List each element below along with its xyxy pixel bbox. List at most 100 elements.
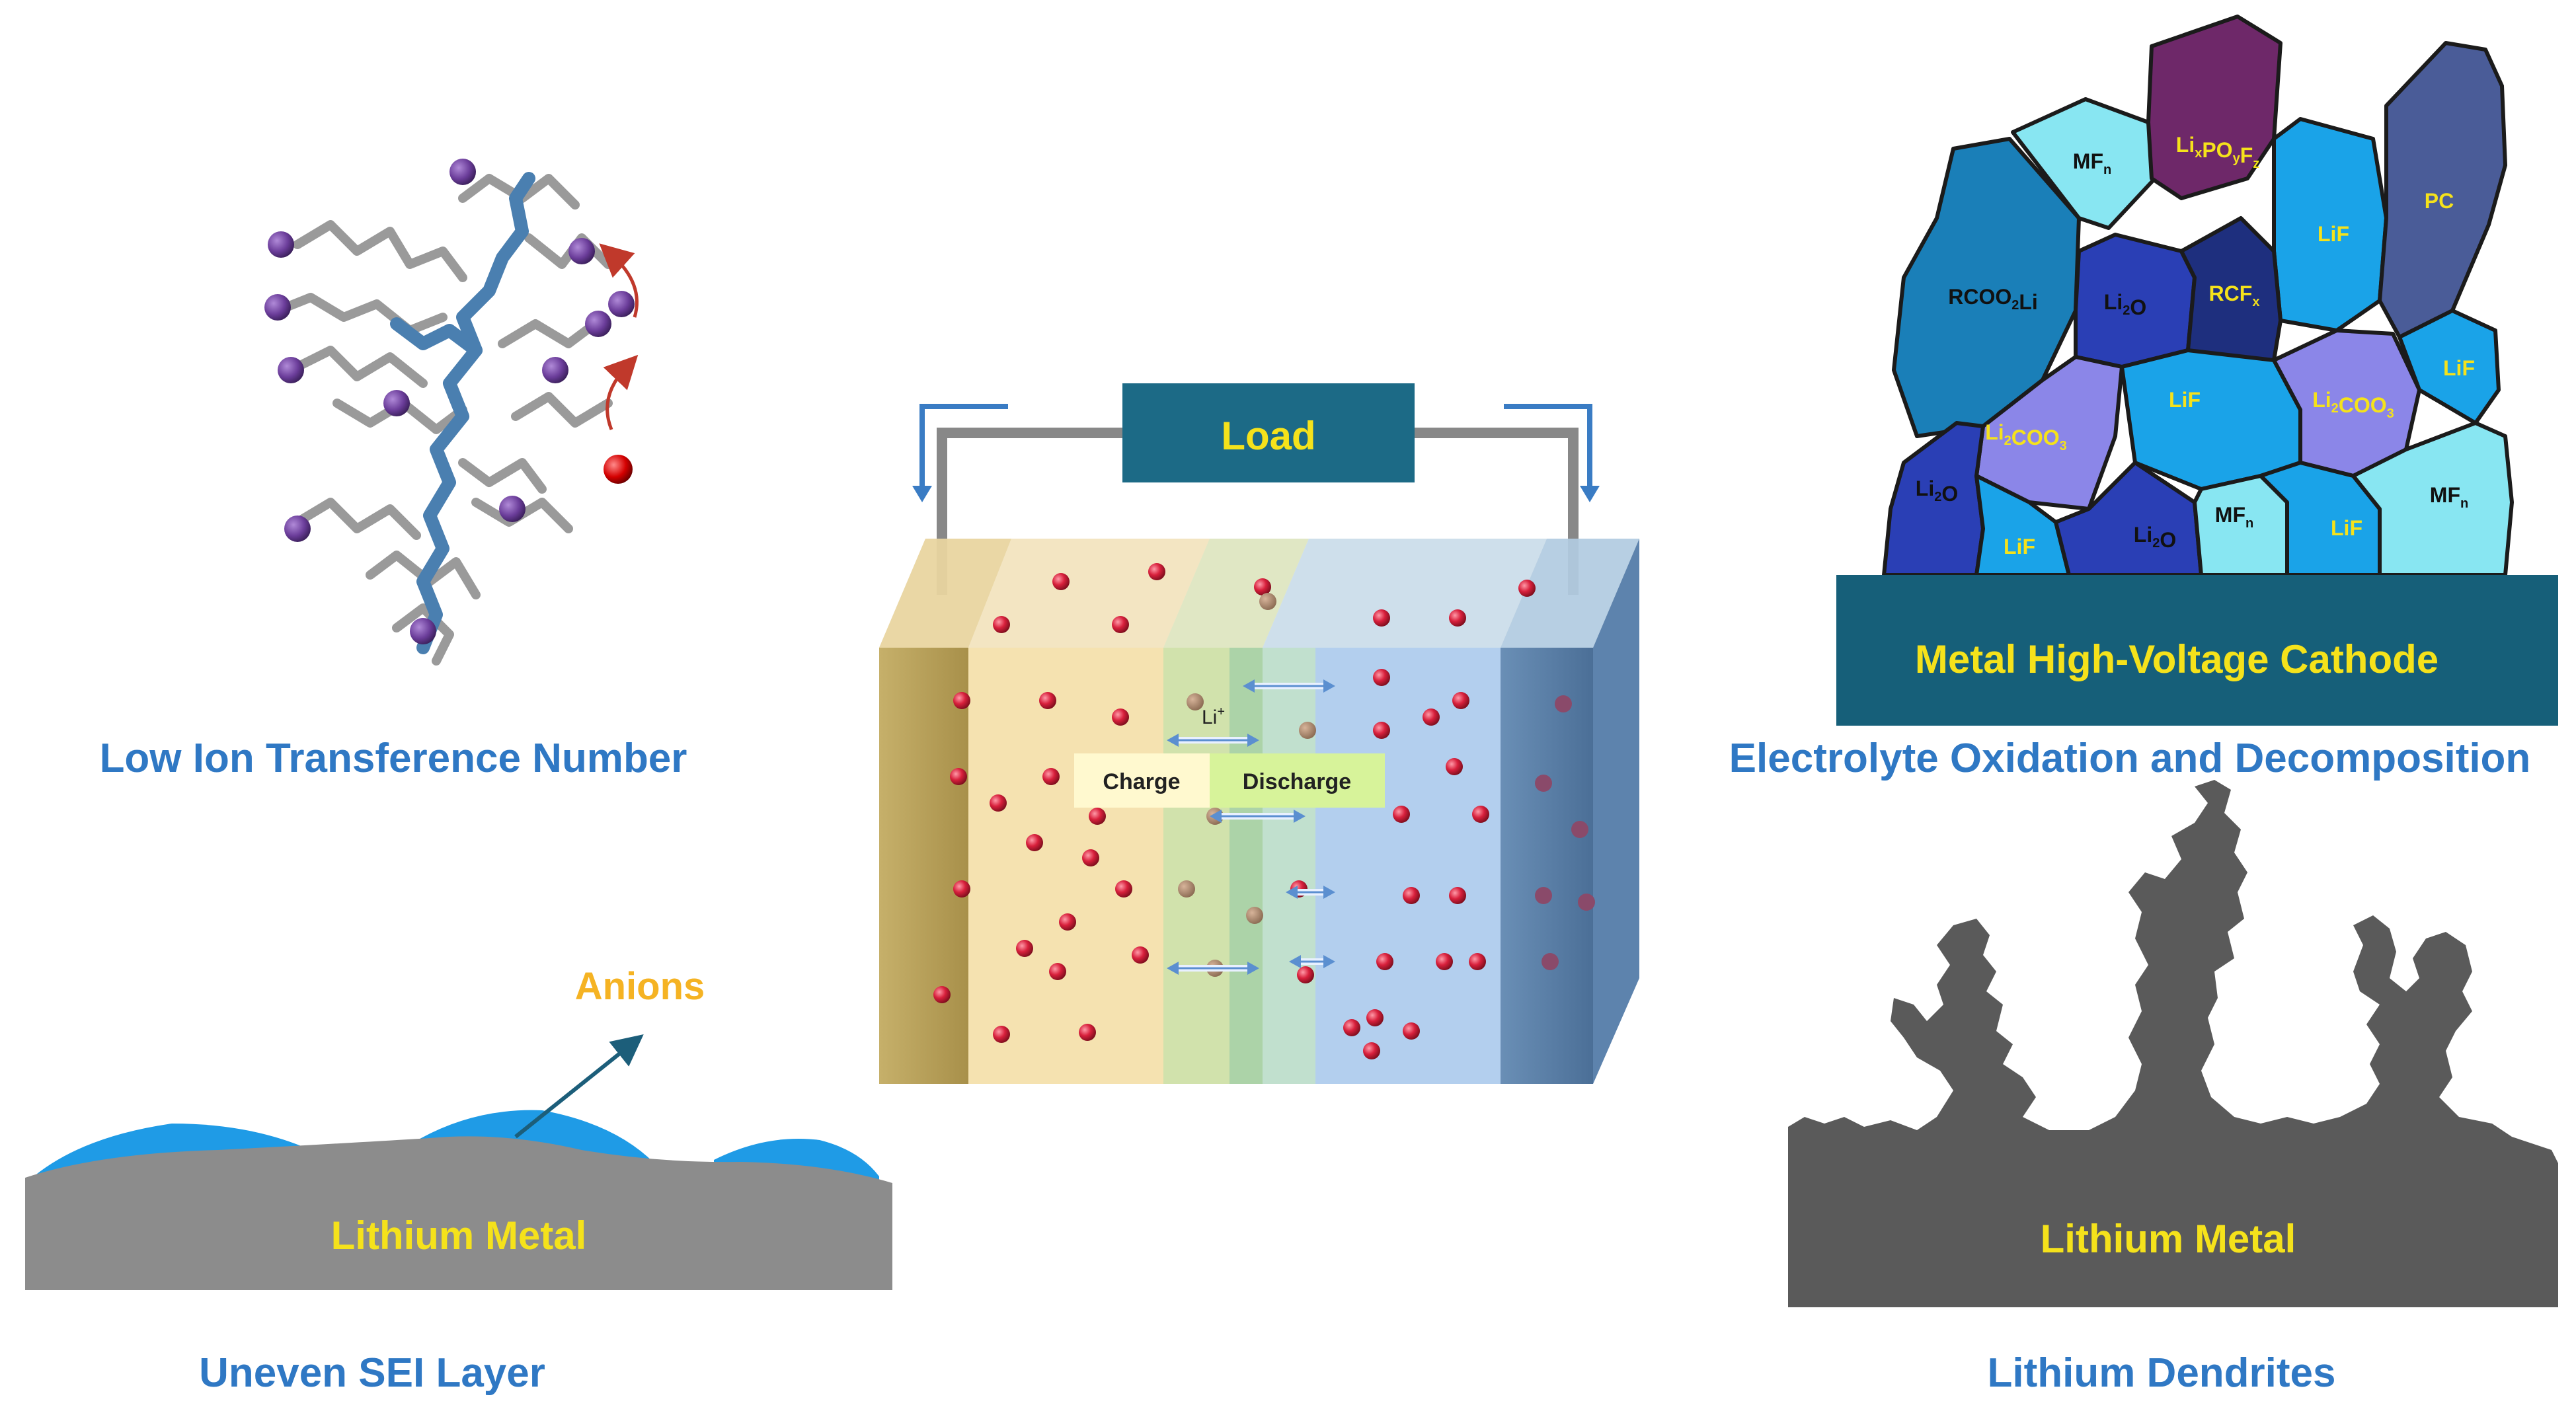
anode-region: [968, 648, 1163, 1084]
double-arrow-head-left: [1243, 679, 1255, 693]
current-arrow-left: [919, 404, 1008, 489]
double-arrow-head-right: [1247, 734, 1259, 747]
double-arrow-head-left: [1167, 734, 1179, 747]
grain-label-li2o-1: Li2O: [2104, 290, 2146, 319]
polymer-side-chain: [286, 346, 428, 388]
polymer-backbone: [273, 174, 613, 666]
lithium-ion-in-separator: [1178, 880, 1195, 898]
sei-metal-label: Lithium Metal: [331, 1213, 587, 1258]
double-arrow: [1243, 679, 1335, 693]
lithium-ion: [1049, 963, 1066, 980]
grain-label-lif-1: LiF: [2318, 222, 2349, 246]
lithium-ion: [1148, 563, 1165, 580]
load-label: Load: [1221, 414, 1315, 458]
lithium-ion: [993, 616, 1010, 633]
lithium-ion: [1039, 692, 1056, 709]
anion-atom: [499, 496, 526, 522]
lithium-ion: [1373, 669, 1390, 686]
polymer-side-chain: [511, 392, 613, 428]
anion-atom: [284, 516, 311, 542]
lithium-ion: [1026, 834, 1043, 851]
lithium-ion: [953, 880, 970, 898]
cathode-label: Metal High-Voltage Cathode: [1915, 637, 2439, 681]
caption-electrolyte-oxidation: Electrolyte Oxidation and Decomposition: [1729, 736, 2531, 781]
current-arrow-right-head: [1580, 486, 1600, 502]
lithium-ion: [1089, 808, 1106, 825]
battery-side-face: [1593, 539, 1639, 1084]
lithium-ion: [1366, 1009, 1384, 1026]
double-arrow-head-right: [1323, 955, 1335, 968]
grain-pc: [2378, 41, 2507, 339]
anion-atom: [585, 311, 611, 337]
anion-atom: [278, 357, 304, 383]
double-arrow: [1286, 886, 1335, 899]
cathode-region: [1315, 648, 1501, 1084]
anion-atom: [608, 291, 635, 317]
grain-label-lif-2: LiF: [2169, 388, 2201, 412]
lithium-ion: [993, 1026, 1010, 1043]
grain-label-li2o-2: Li2O: [1916, 477, 1958, 506]
lithium-ion: [1449, 609, 1466, 627]
lithium-ion: [1446, 758, 1463, 775]
li-ion-label: Li+: [1202, 705, 1225, 728]
charge-box: [1074, 753, 1210, 808]
double-arrow: [1289, 955, 1335, 968]
lithium-ion: [1373, 609, 1390, 627]
grain-lif-mid: [2120, 348, 2302, 491]
top-cathode-region: [1263, 539, 1547, 648]
grain-label-mfn-mid: MFn: [2215, 503, 2253, 531]
lithium-ion: [1016, 940, 1033, 957]
top-separator-region: [1163, 539, 1309, 648]
double-arrow-head-right: [1247, 962, 1259, 975]
current-arrow-right: [1504, 404, 1592, 489]
sei-layer-illustration: Anions Lithium Metal: [25, 965, 892, 1290]
grain-label-li2co3-1: Li2COO3: [1985, 420, 2067, 453]
polymer-side-chain: [458, 458, 547, 494]
caption-ion-transference: Low Ion Transference Number: [100, 736, 687, 781]
lithium-ion: [933, 986, 951, 1003]
load-box: [1122, 383, 1415, 482]
lithium-ion: [1436, 953, 1453, 970]
dendrite-metal-body: [1788, 780, 2558, 1307]
anion-arrow: [514, 1034, 644, 1139]
grain-boundaries: [1882, 15, 2514, 577]
anion-atom: [568, 238, 595, 264]
grain-label-li2o-3: Li2O: [2134, 523, 2176, 552]
lithium-ion-in-collector: [1535, 775, 1552, 792]
lithium-ion: [1449, 887, 1466, 904]
polymer-side-chain: [293, 498, 421, 540]
double-arrow-head-left: [1210, 810, 1222, 823]
anion-atom: [383, 390, 410, 416]
ion-hop-arrow-lower: [603, 354, 639, 430]
caption-dendrites: Lithium Dendrites: [1987, 1350, 2335, 1396]
lithium-ion: [1423, 708, 1440, 726]
double-arrow-head-left: [1286, 886, 1298, 899]
lithium-ion-in-separator: [1246, 907, 1263, 924]
dendrite-illustration: Lithium Metal: [1788, 780, 2558, 1307]
grain-mfn-right: [2351, 421, 2514, 577]
lithium-ion-in-collector: [1535, 887, 1552, 904]
lithium-ion-in-separator: [1299, 722, 1316, 739]
grain-label-mfn-right: MFn: [2430, 483, 2468, 511]
lithium-ion: [1112, 708, 1129, 726]
lithium-ion-in-separator: [1259, 593, 1276, 610]
lithium-ion: [1079, 1024, 1096, 1041]
lithium-ion: [1373, 722, 1390, 739]
double-arrow-head-left: [1289, 955, 1301, 968]
lithium-ion: [1115, 880, 1132, 898]
lithium-ion: [950, 768, 967, 785]
lithium-ion-in-collector: [1571, 821, 1588, 838]
cathode-bar: [1836, 575, 2558, 726]
top-left-plate: [879, 539, 1011, 648]
grain-label-lif-4: LiF: [2331, 516, 2362, 540]
lithium-ion: [1403, 887, 1420, 904]
grain-lif-right: [2398, 309, 2501, 425]
lithium-ion: [1472, 806, 1489, 823]
anode-current-collector: [879, 648, 968, 1084]
anions-label: Anions: [575, 965, 705, 1008]
grain-label-li2co3-2: Li2COO3: [2312, 388, 2394, 421]
lithium-ion: [1042, 768, 1060, 785]
double-arrow-head-left: [1167, 962, 1179, 975]
